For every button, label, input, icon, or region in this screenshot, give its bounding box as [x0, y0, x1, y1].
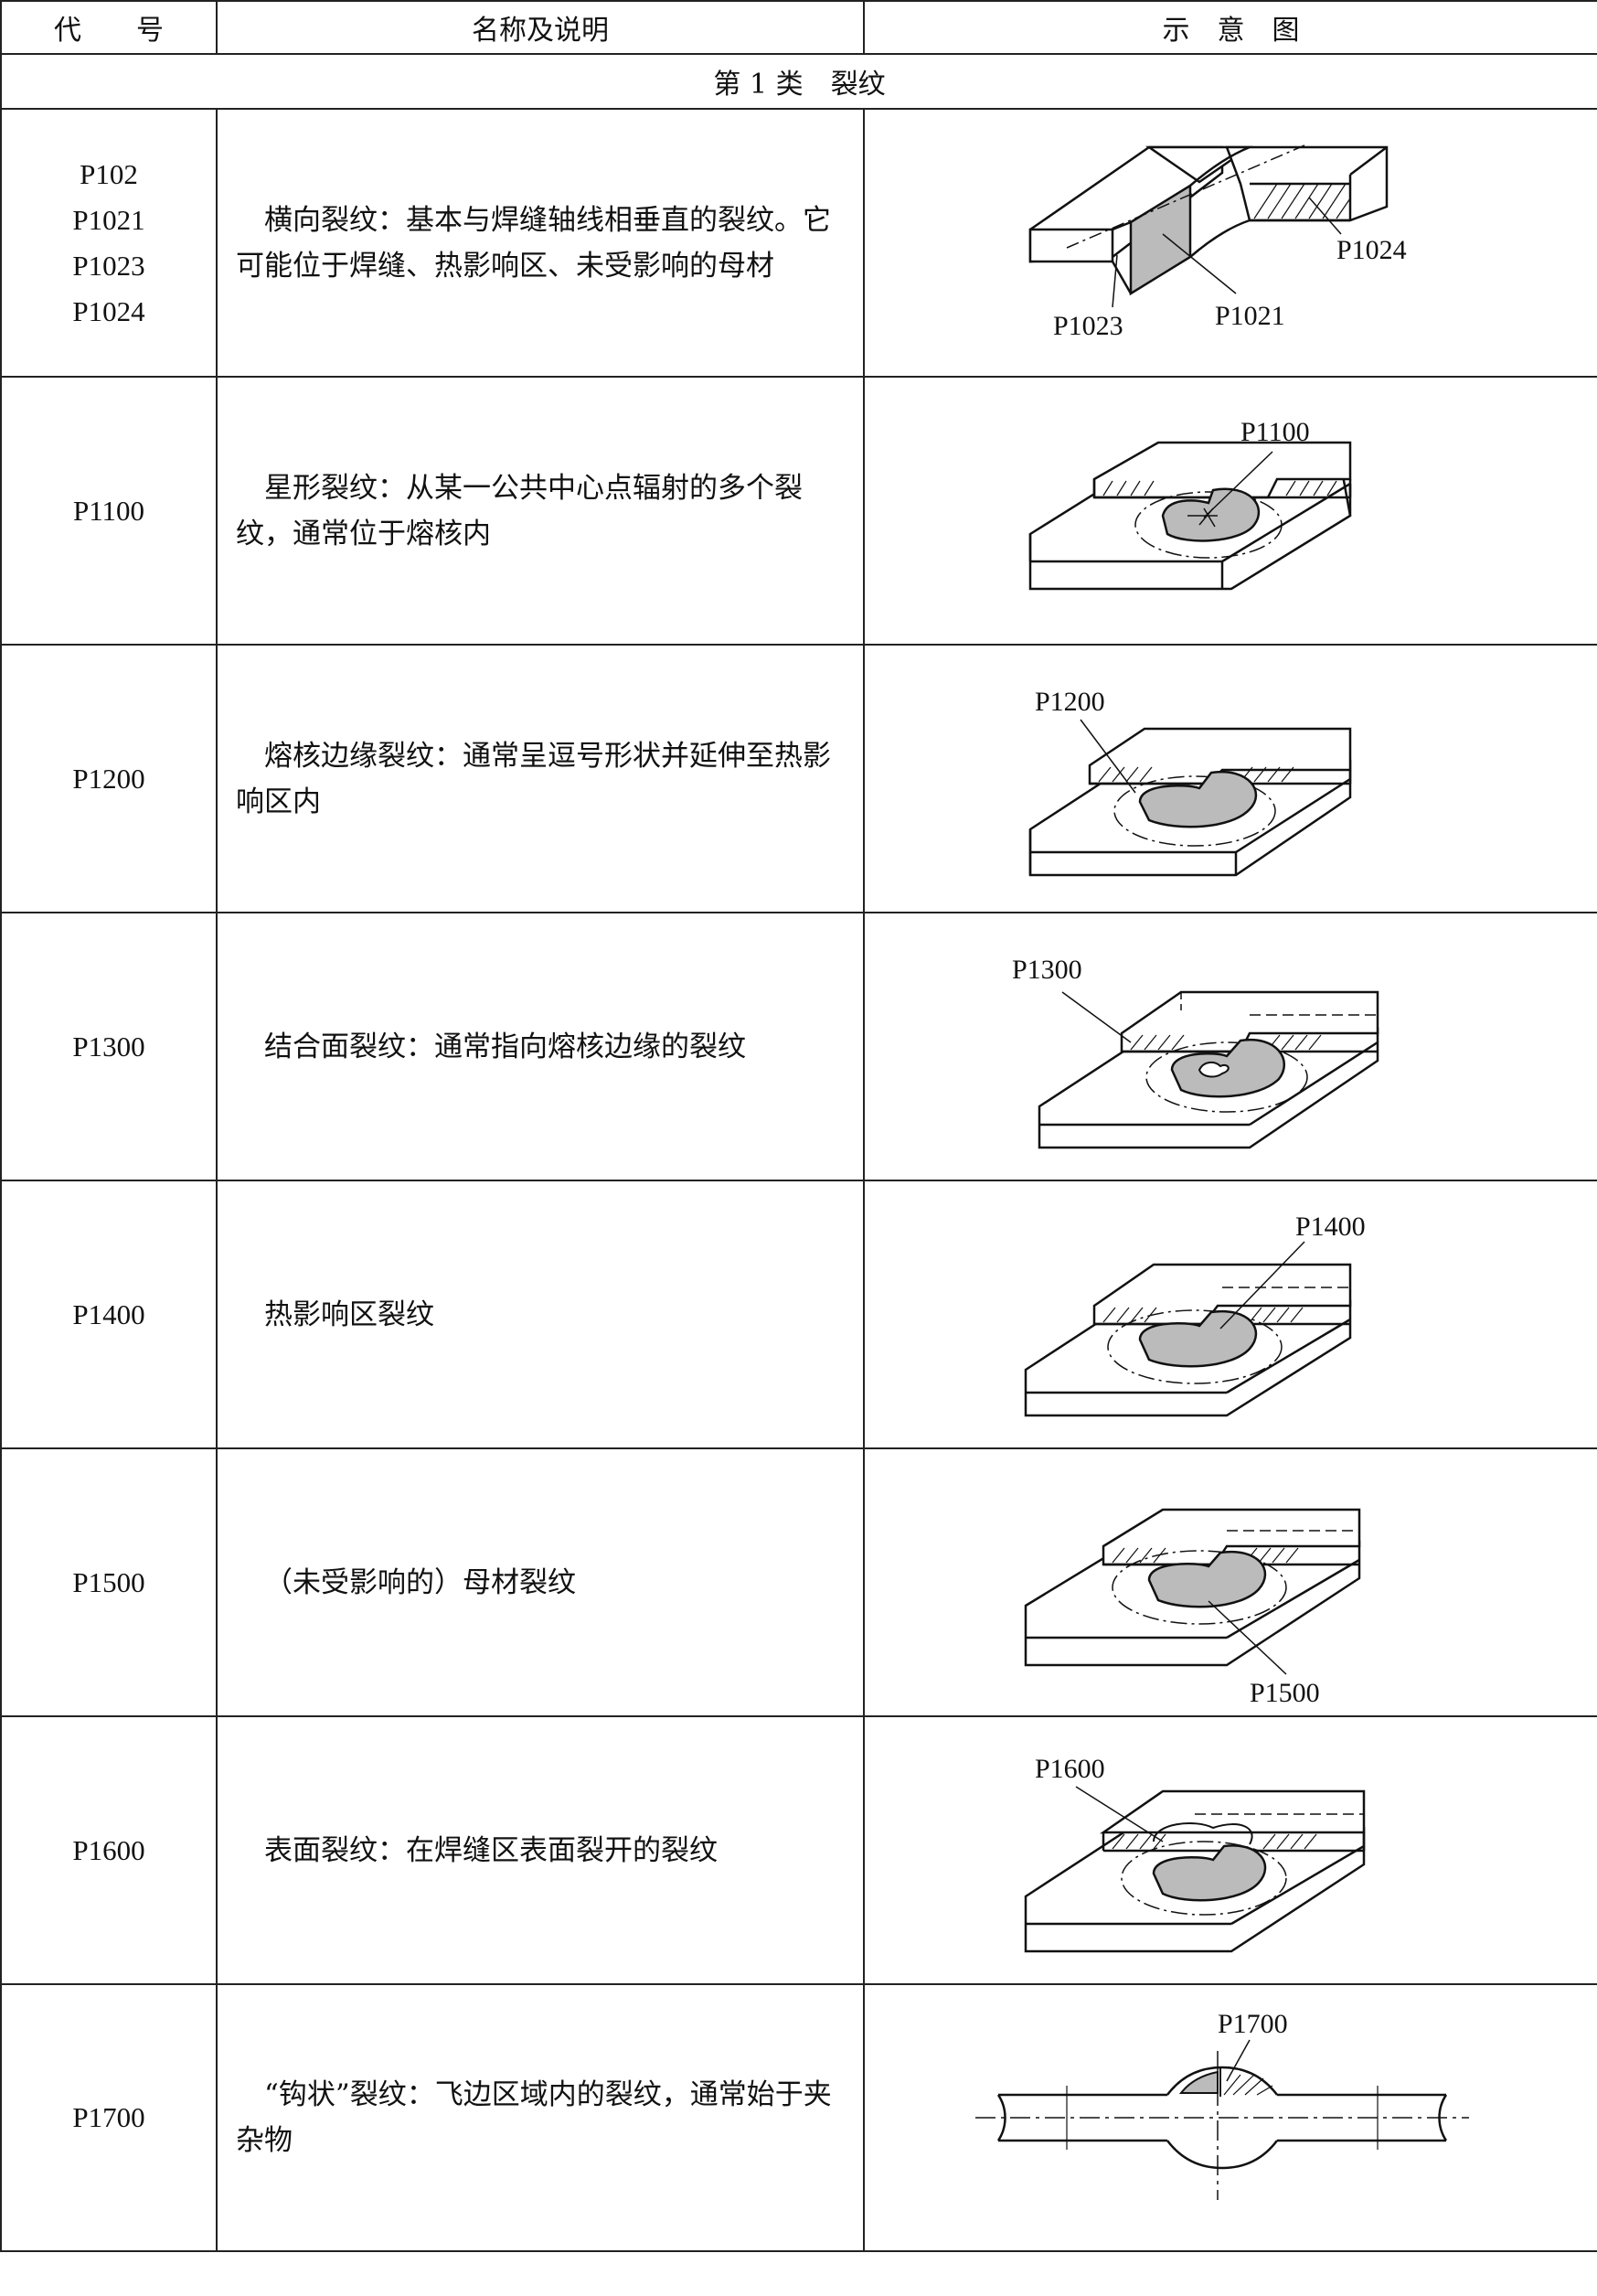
code-cell: P1300: [0, 912, 218, 1181]
figure-label: P1400: [1295, 1212, 1366, 1242]
header-row: 代 号 名称及说明 示 意 图: [0, 0, 1597, 55]
header-description: 名称及说明: [216, 0, 865, 55]
code-value: P1023: [72, 249, 145, 282]
category-row: 第 1 类 裂纹: [0, 53, 1597, 110]
category-title: 第 1 类 裂纹: [0, 53, 1597, 110]
table-row: P1300 结合面裂纹：通常指向熔核边缘的裂纹: [0, 912, 1597, 1181]
haz-crack-diagram: P1400: [1024, 1212, 1366, 1416]
figure-cell: P1700: [863, 1983, 1597, 2252]
parent-metal-crack-diagram: P1500: [1024, 1508, 1360, 1706]
description-text: 结合面裂纹：通常指向熔核边缘的裂纹: [264, 1030, 746, 1063]
transverse-crack-diagram: P1024 P1023 P1021: [1028, 144, 1407, 341]
code-value: P1021: [72, 203, 145, 236]
figure-cell: P1400: [863, 1180, 1597, 1449]
description-cell: 热影响区裂纹: [216, 1180, 865, 1449]
description-cell: 星形裂纹：从某一公共中心点辐射的多个裂纹，通常位于熔核内: [216, 376, 865, 646]
figure-label: P1500: [1250, 1678, 1320, 1706]
header-code: 代 号: [0, 0, 218, 55]
figure-label: P1023: [1053, 311, 1123, 341]
table-row: P102 P1021 P1023 P1024 横向裂纹：基本与焊缝轴线相垂直的裂…: [0, 108, 1597, 378]
code-cell: P102 P1021 P1023 P1024: [0, 108, 218, 378]
code-value: P1200: [72, 762, 145, 795]
description-text: 表面裂纹：在焊缝区表面裂开的裂纹: [264, 1833, 718, 1867]
interface-crack-diagram: P1300: [1012, 955, 1379, 1148]
figure-label: P1024: [1336, 235, 1407, 265]
description-cell: 结合面裂纹：通常指向熔核边缘的裂纹: [216, 912, 865, 1181]
figure-cell: P1100: [863, 376, 1597, 646]
figure-cell: P1600: [863, 1715, 1597, 1985]
code-cell: P1400: [0, 1180, 218, 1449]
code-value: P102: [80, 157, 138, 190]
code-value: P1500: [72, 1565, 145, 1598]
figure-label: P1200: [1035, 687, 1105, 717]
code-value: P1024: [72, 294, 145, 327]
description-text: “钩状”裂纹：飞边区域内的裂纹，通常始于夹杂物: [236, 2078, 832, 2157]
figure-label: P1700: [1218, 2009, 1288, 2039]
description-text: 热影响区裂纹: [264, 1298, 434, 1331]
code-cell: P1500: [0, 1447, 218, 1717]
description-text: （未受影响的）母材裂纹: [264, 1565, 576, 1599]
code-value: P1700: [72, 2101, 145, 2133]
figure-cell: P1300: [863, 912, 1597, 1181]
code-cell: P1100: [0, 376, 218, 646]
table-row: P1100 星形裂纹：从某一公共中心点辐射的多个裂纹，通常位于熔核内: [0, 376, 1597, 646]
code-cell: P1600: [0, 1715, 218, 1985]
figure-label: P1600: [1035, 1754, 1105, 1784]
surface-crack-diagram: P1600: [1024, 1754, 1365, 1952]
figure-cell: P1500: [863, 1447, 1597, 1717]
table-row: P1200 熔核边缘裂纹：通常呈逗号形状并延伸至热影响区内: [0, 644, 1597, 913]
table-row: P1400 热影响区裂纹: [0, 1180, 1597, 1449]
table-row: P1700 “钩状”裂纹：飞边区域内的裂纹，通常始于夹杂物: [0, 1983, 1597, 2252]
figure-cell: P1024 P1023 P1021: [863, 108, 1597, 378]
description-cell: 表面裂纹：在焊缝区表面裂开的裂纹: [216, 1715, 865, 1985]
figure-cell: P1200: [863, 644, 1597, 913]
header-figure: 示 意 图: [863, 0, 1597, 55]
table-row: P1600 表面裂纹：在焊缝区表面裂开的裂纹: [0, 1715, 1597, 1985]
figure-label: P1300: [1012, 955, 1082, 985]
code-value: P1300: [72, 1030, 145, 1063]
figure-label: P1100: [1240, 417, 1310, 447]
nugget-edge-crack-diagram: P1200: [1028, 687, 1351, 876]
description-cell: 横向裂纹：基本与焊缝轴线相垂直的裂纹。它可能位于焊缝、热影响区、未受影响的母材: [216, 108, 865, 378]
code-value: P1400: [72, 1298, 145, 1330]
hook-crack-diagram: P1700: [974, 2009, 1469, 2200]
code-value: P1600: [72, 1833, 145, 1866]
description-cell: （未受影响的）母材裂纹: [216, 1447, 865, 1717]
code-cell: P1700: [0, 1983, 218, 2252]
star-crack-diagram: P1100: [1028, 417, 1351, 590]
code-cell: P1200: [0, 644, 218, 913]
figure-label: P1021: [1215, 301, 1285, 331]
table-row: P1500 （未受影响的）母材裂纹: [0, 1447, 1597, 1717]
code-value: P1100: [72, 494, 145, 527]
description-text: 横向裂纹：基本与焊缝轴线相垂直的裂纹。它可能位于焊缝、热影响区、未受影响的母材: [236, 203, 831, 283]
description-cell: “钩状”裂纹：飞边区域内的裂纹，通常始于夹杂物: [216, 1983, 865, 2252]
description-cell: 熔核边缘裂纹：通常呈逗号形状并延伸至热影响区内: [216, 644, 865, 913]
description-text: 星形裂纹：从某一公共中心点辐射的多个裂纹，通常位于熔核内: [236, 471, 803, 550]
description-text: 熔核边缘裂纹：通常呈逗号形状并延伸至热影响区内: [236, 739, 831, 818]
